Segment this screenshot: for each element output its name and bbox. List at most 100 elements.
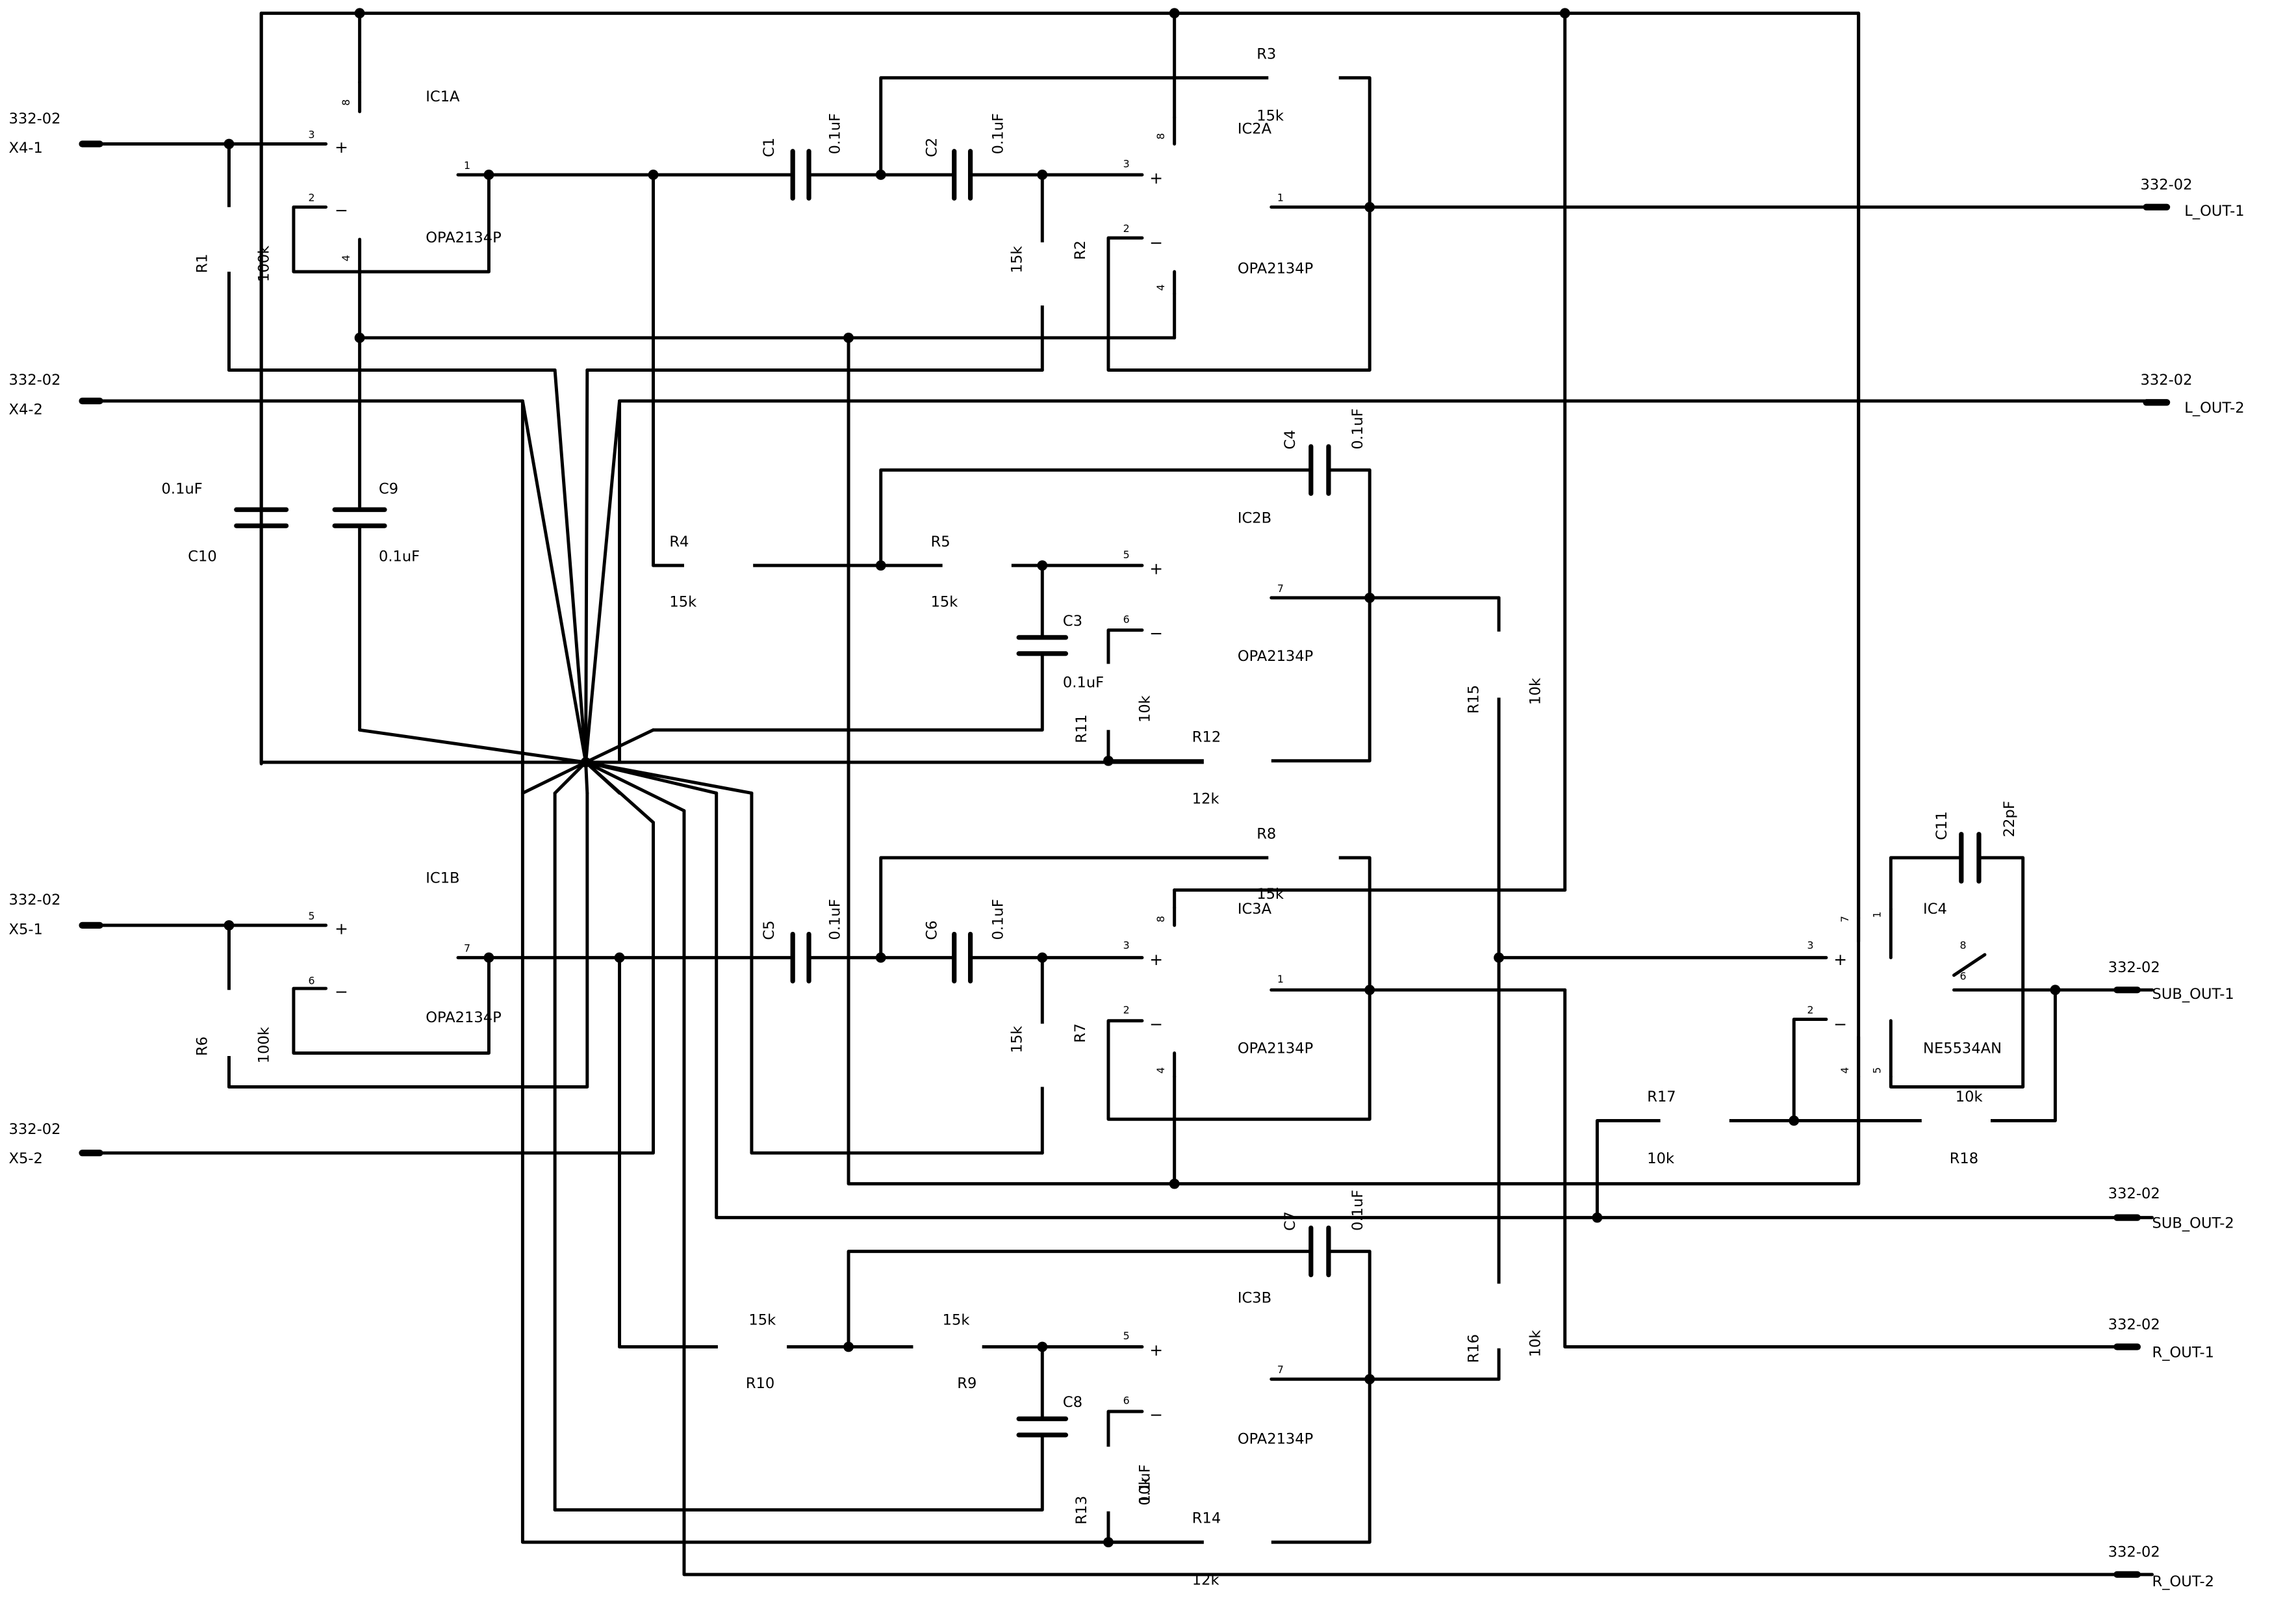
resistor-name: R5: [931, 534, 950, 550]
capacitor-name: C6: [924, 920, 941, 940]
connector-pin: X5-2: [9, 1150, 43, 1167]
resistor-name: R17: [1647, 1089, 1676, 1105]
capacitor-name: C1: [761, 138, 778, 157]
connector-pin: X5-1: [9, 921, 43, 938]
opamp-part: OPA2134P: [426, 229, 501, 246]
resistor-value: 10k: [1136, 695, 1153, 723]
capacitor-value: 0.1uF: [1063, 675, 1104, 691]
resistor-value: 10k: [1956, 1089, 1983, 1105]
resistor-value: 10k: [1527, 677, 1544, 705]
capacitor-name: C4: [1282, 430, 1299, 449]
capacitor-value: 0.1uF: [989, 113, 1006, 154]
connector-x5-1: 332-02 X5-1: [9, 892, 103, 938]
pin-number: 6: [1960, 970, 1967, 982]
connector-part: 332-02: [9, 372, 61, 389]
svg-text:+: +: [1833, 950, 1847, 969]
pin-number: 8: [340, 99, 352, 106]
opamp-ic2b: +− 5 6 7 IC2B OPA2134P: [1123, 510, 1314, 665]
pin-number: 2: [1123, 1003, 1130, 1016]
pin-number: 6: [309, 974, 315, 986]
opamp-label: IC3B: [1238, 1290, 1271, 1307]
resistor-value: 15k: [748, 1312, 776, 1329]
opamp-part: NE5534AN: [1923, 1040, 2002, 1057]
connector-part: 332-02: [9, 110, 61, 127]
connector-pin: R_OUT-2: [2152, 1573, 2215, 1590]
resistor-name: R16: [1465, 1334, 1482, 1363]
resistor-r10: 15k R10: [717, 1312, 787, 1392]
connector-l-out-1: 332-02 L_OUT-1: [2140, 177, 2244, 220]
resistor-name: R3: [1256, 45, 1276, 62]
connector-l-out-2: 332-02 L_OUT-2: [2140, 372, 2244, 417]
pin-number: 4: [1154, 1067, 1167, 1074]
pin-number: 3: [309, 128, 315, 140]
capacitor-c4: C4 0.1uF: [1282, 408, 1366, 496]
opamp-ic1b: +− 5 6 7 IC1B OPA2134P: [309, 870, 502, 1026]
resistor-name: R6: [194, 1037, 211, 1056]
connector-part: 332-02: [2108, 959, 2160, 976]
resistor-value: 12k: [1192, 790, 1220, 807]
svg-text:+: +: [1149, 950, 1163, 969]
resistor-value: 12k: [1192, 1572, 1220, 1589]
capacitor-value: 0.1uF: [1349, 408, 1366, 449]
connector-part: 332-02: [2140, 372, 2192, 389]
connector-part: 332-02: [9, 892, 61, 909]
opamp-ic4: +− 3 2 6 7 4 1 5 8 IC4 NE5534AN: [1807, 901, 2002, 1079]
opamp-ic2a: +− 3 2 1 8 4 IC2A OPA2134P: [1123, 116, 1313, 296]
capacitor-value: 0.1uF: [989, 899, 1006, 940]
svg-text:+: +: [1149, 1341, 1163, 1360]
pin-number: 7: [464, 942, 470, 955]
pin-number: 7: [1839, 916, 1851, 922]
opamp-label: IC1A: [426, 88, 460, 105]
capacitor-value: 0.1uF: [826, 899, 843, 940]
svg-text:−: −: [335, 201, 348, 220]
capacitor-name: C5: [761, 920, 778, 940]
resistor-name: R15: [1465, 685, 1482, 714]
connector-x4-2: 332-02 X4-2: [9, 372, 103, 418]
resistor-name: R11: [1073, 714, 1090, 743]
junction-dots: [223, 8, 2061, 1548]
opamp-label: IC4: [1923, 901, 1947, 918]
opamp-ic3b: +− 5 6 7 IC3B OPA2134P: [1123, 1290, 1314, 1448]
resistor-name: R8: [1256, 826, 1276, 843]
resistor-name: R2: [1072, 240, 1089, 260]
pin-number: 2: [309, 192, 315, 204]
pin-number: 7: [1277, 1363, 1284, 1376]
opamp-ic3a: +− 3 2 1 8 4 IC3A OPA2134P: [1123, 901, 1313, 1079]
resistor-value: 15k: [669, 593, 697, 610]
connector-r-out-2: 332-02 R_OUT-2: [2108, 1544, 2214, 1590]
connector-r-out-1: 332-02 R_OUT-1: [2108, 1316, 2214, 1361]
resistor-r7: 15k R7: [1009, 1024, 1089, 1087]
opamp-part: OPA2134P: [1238, 260, 1313, 277]
pin-number: 1: [464, 159, 470, 172]
resistor-r18: 10k R18: [1921, 1089, 1991, 1167]
resistor-value: 15k: [1256, 107, 1284, 124]
pin-number: 8: [1154, 916, 1167, 922]
opamp-label: IC2B: [1238, 510, 1271, 527]
resistor-r15: R15 10k: [1465, 631, 1544, 714]
connector-part: 332-02: [2108, 1316, 2160, 1333]
resistor-r14: R14 12k: [1192, 1510, 1271, 1589]
capacitor-name: C7: [1282, 1211, 1299, 1231]
resistor-name: R14: [1192, 1510, 1221, 1527]
capacitor-name: C3: [1063, 613, 1082, 630]
svg-text:+: +: [1149, 560, 1163, 578]
pin-number: 5: [309, 910, 315, 922]
capacitor-value: 0.1uF: [826, 113, 843, 154]
connector-sub-out-1: 332-02 SUB_OUT-1: [2108, 959, 2234, 1003]
resistor-r5: R5 15k: [931, 534, 1012, 610]
connector-part: 332-02: [2108, 1544, 2160, 1561]
capacitor-c2: C2 0.1uF: [924, 113, 1006, 201]
svg-text:+: +: [335, 919, 348, 938]
resistor-r3: R3 15k: [1256, 45, 1339, 124]
opamp-part: OPA2134P: [1238, 1040, 1313, 1057]
opamp-part: OPA2134P: [1238, 648, 1313, 665]
capacitor-c7: C7 0.1uF: [1282, 1190, 1366, 1278]
svg-text:−: −: [1149, 233, 1163, 252]
resistor-value: 15k: [943, 1312, 971, 1329]
svg-text:−: −: [335, 983, 348, 1001]
resistor-r9: 15k R9: [913, 1312, 982, 1392]
capacitor-c8: C8 0.1uF: [1016, 1394, 1153, 1506]
connector-part: 332-02: [2108, 1185, 2160, 1202]
resistor-r1: R1 100k: [194, 207, 273, 282]
resistor-value: 15k: [1256, 886, 1284, 903]
